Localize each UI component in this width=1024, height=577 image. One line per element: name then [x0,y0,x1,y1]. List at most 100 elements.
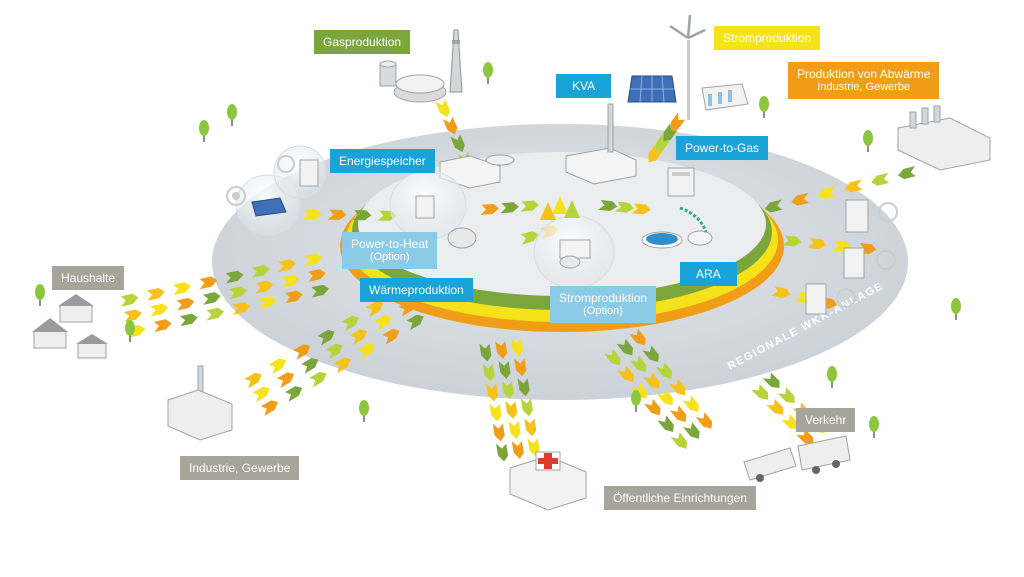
label-power-to-heat-sub: (Option) [369,251,410,263]
tree-icon [35,284,45,306]
label-haushalte: Haushalte [52,266,125,290]
label-energiespeicher: Energiespeicher [330,149,435,173]
flow-arrow [327,209,347,220]
label-abwaerme-sub: Industrie, Gewerbe [817,81,911,93]
flow-arrow [492,423,505,442]
flow-arrow [442,116,458,135]
flow-arrow [179,313,198,327]
flow-arrow [657,415,674,433]
house-icon [32,294,108,359]
flow-arrow [349,329,368,346]
flow-arrow [202,292,221,305]
flow-arrow [124,309,142,323]
hydro-plant-icon [701,83,749,111]
label-gasproduktion: Gasproduktion [314,30,411,54]
flow-arrow [357,343,376,359]
flow-arrow [495,341,508,359]
flow-arrow [284,290,303,304]
label-abwaerme-title: Produktion von Abwärme [797,67,931,81]
flow-arrow [284,386,303,402]
flow-arrow [382,328,400,345]
flow-arrow [150,303,169,317]
flow-arrow [629,328,646,346]
flow-arrow [655,133,671,152]
flow-arrow [655,362,673,379]
flow-arrow [498,361,511,379]
flow-arrow [304,253,323,267]
flow-arrow [670,112,686,131]
flow-arrow [656,388,674,406]
flow-arrow [817,186,836,200]
flow-arrow [520,200,539,212]
label-stromproduktion-center: Stromproduktion (Option) [550,286,657,323]
energy-flow-arrows [120,99,916,462]
flow-arrow [670,432,688,449]
flow-arrow [489,403,502,422]
label-oeffentliche: Öffentliche Einrichtungen [604,486,756,510]
flow-arrow [514,358,527,377]
flow-arrow [617,365,634,383]
flow-arrow [669,405,687,423]
flow-arrow [482,363,495,382]
flow-arrow [520,398,533,417]
wind-turbine-icon [669,14,706,120]
flow-arrow [406,314,424,331]
flow-arrow [505,401,518,419]
central-hub-icon [540,196,580,220]
hospital-icon [509,451,587,511]
flow-arrow [480,203,499,216]
flow-arrow [309,371,327,388]
flow-arrow [524,418,537,437]
label-ara: ARA [680,262,737,286]
generator-icon [559,239,591,269]
flow-arrow [398,300,416,317]
flow-arrow [176,297,195,311]
heat-unit-icon [277,155,898,315]
flow-arrow [614,201,634,213]
flow-arrow [307,269,326,282]
energy-storage-icon [439,154,515,189]
flow-arrow [631,203,651,215]
flow-arrow [496,443,509,462]
flow-arrow [365,301,384,317]
flow-arrow [630,382,648,399]
flow-arrow [244,372,262,389]
flow-arrow [333,357,351,374]
power-to-gas-icon [667,167,695,197]
flow-arrow [511,441,524,459]
flow-arrow [486,383,499,402]
flow-arrow [153,319,172,333]
flow-arrow [642,345,659,363]
flow-arrow [770,286,791,299]
flow-arrow [232,302,251,315]
label-kva: KVA [556,74,612,98]
label-power-to-heat-title: Power-to-Heat [351,237,429,251]
flow-arrow [517,378,530,397]
label-waermeproduktion: Wärmeproduktion [360,278,473,302]
flow-arrow [317,329,335,346]
flow-arrow [510,338,523,357]
flow-arrow [807,238,827,249]
flow-arrow [629,355,647,373]
small-solar-panel-icon [251,197,287,217]
tree-icon [951,298,961,320]
flow-arrow [782,235,802,247]
flow-arrow [341,315,359,332]
tree-icon [827,366,837,388]
flow-arrow [520,231,539,245]
flow-arrow [663,122,678,142]
flow-arrow [301,358,319,374]
flow-arrow [260,400,279,416]
flow-arrow [199,276,218,290]
flow-arrow [669,378,686,396]
chimney-icon [449,29,463,93]
tree-icon [863,130,873,152]
flow-arrow [508,421,521,439]
truck-icon [743,435,851,482]
flow-arrow [258,296,277,310]
factory-bottom-icon [167,365,233,441]
tree-icon [483,62,493,84]
kva-plant-icon [565,103,637,185]
flow-arrow [281,274,300,288]
tree-icon [869,416,879,438]
